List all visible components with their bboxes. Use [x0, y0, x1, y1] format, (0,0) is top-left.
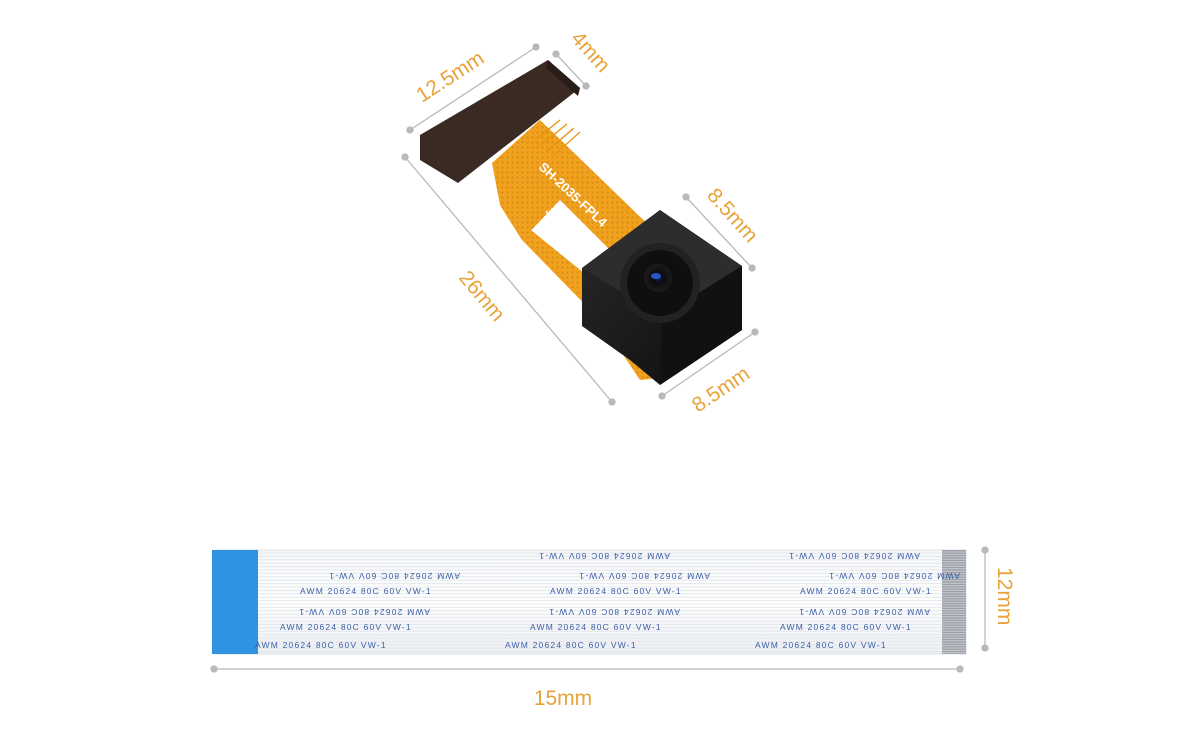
ffc-print-text: AWM 20624 80C 60V VW-1: [755, 640, 887, 650]
ffc-print-text: AWM 20624 80C 60V VW-1: [800, 586, 932, 596]
ffc-cable-body: [213, 549, 967, 655]
ffc-print-text: AWM 20624 80C 60V VW-1: [788, 551, 920, 561]
ffc-stripes: [258, 552, 942, 653]
ffc-stiffener: [212, 550, 258, 654]
ffc-print-text: AWM 20624 80C 60V VW-1: [280, 622, 412, 632]
ffc-print-text: AWM 20624 80C 60V VW-1: [530, 622, 662, 632]
label-ffc-length: 15mm: [534, 687, 592, 710]
ffc-print-text: AWM 20624 80C 60V VW-1: [505, 640, 637, 650]
ffc-print-text: AWM 20624 80C 60V VW-1: [548, 607, 680, 617]
ffc-print-text: AWM 20624 80C 60V VW-1: [255, 640, 387, 650]
ffc-print-text: AWM 20624 80C 60V VW-1: [550, 586, 682, 596]
ffc-print-text: AWM 20624 80C 60V VW-1: [578, 571, 710, 581]
label-ffc-width: 12mm: [993, 567, 1016, 625]
ffc-print-text: AWM 20624 80C 60V VW-1: [300, 586, 432, 596]
ffc-print-text: AWM 20624 80C 60V VW-1: [798, 607, 930, 617]
ffc-print-text: AWM 20624 80C 60V VW-1: [298, 607, 430, 617]
label-lens-width: 8.5mm: [688, 362, 754, 417]
ffc-dimension-lines: [210, 546, 989, 673]
camera-module: SH-2035-FPL4 JLL: [420, 60, 742, 385]
ffc-print-text: AWM 20624 80C 60V VW-1: [780, 622, 912, 632]
camera-dimension-lines: [401, 43, 759, 406]
label-connector-thickness: 4mm: [566, 27, 614, 77]
ffc-print-text: AWM 20624 80C 60V VW-1: [538, 551, 670, 561]
label-lens-height: 8.5mm: [702, 184, 762, 247]
label-cable-length: 26mm: [454, 266, 509, 325]
label-connector-length: 12.5mm: [412, 47, 488, 108]
lens-housing: [582, 210, 742, 385]
ffc-print-text: AWM 20624 80C 60V VW-1: [828, 571, 960, 581]
ffc-print-text: AWM 20624 80C 60V VW-1: [328, 571, 460, 581]
pcb-traces: [534, 119, 581, 159]
connector-stiffener: [420, 60, 580, 183]
